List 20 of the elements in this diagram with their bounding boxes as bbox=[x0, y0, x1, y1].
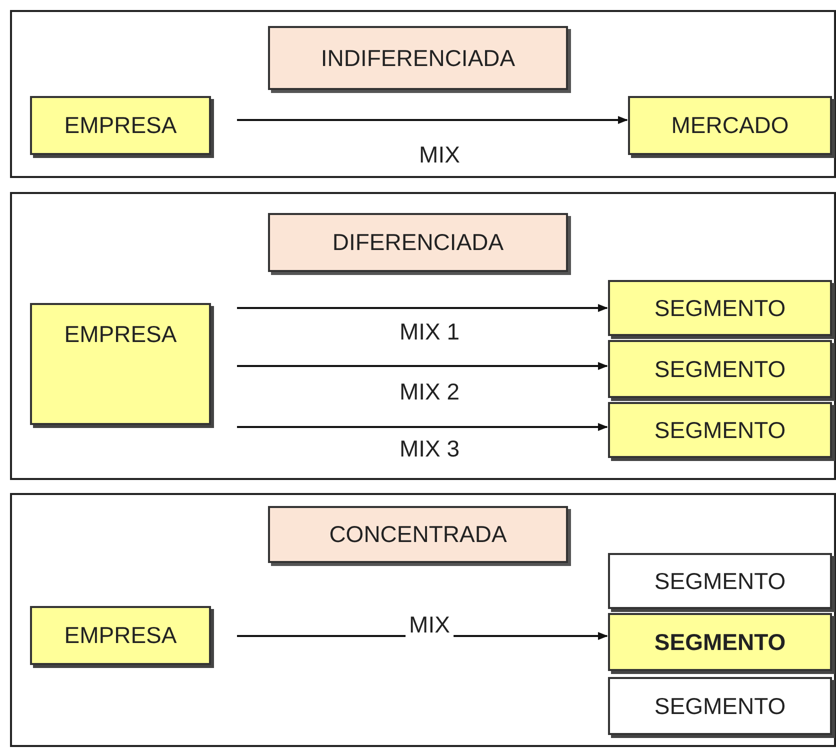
arrow bbox=[237, 304, 608, 312]
process-box: SEGMENTO bbox=[608, 553, 832, 609]
process-box: SEGMENTO bbox=[608, 677, 832, 735]
arrow bbox=[237, 116, 628, 124]
arrow bbox=[237, 362, 608, 370]
process-box: SEGMENTO bbox=[608, 613, 832, 671]
process-box: MERCADO bbox=[628, 96, 832, 155]
title-box: CONCENTRADA bbox=[268, 506, 568, 563]
process-box: EMPRESA bbox=[30, 96, 211, 155]
panel-frame bbox=[10, 192, 836, 480]
process-box: EMPRESA bbox=[30, 303, 211, 425]
process-box: SEGMENTO bbox=[608, 402, 832, 458]
panel-frame bbox=[10, 493, 836, 747]
process-box: SEGMENTO bbox=[608, 340, 832, 398]
arrow bbox=[237, 423, 608, 431]
panel-frame bbox=[10, 10, 836, 178]
process-box: SEGMENTO bbox=[608, 280, 832, 336]
process-box: EMPRESA bbox=[30, 606, 211, 665]
title-box: DIFERENCIADA bbox=[268, 213, 568, 272]
title-box: INDIFERENCIADA bbox=[268, 26, 568, 90]
